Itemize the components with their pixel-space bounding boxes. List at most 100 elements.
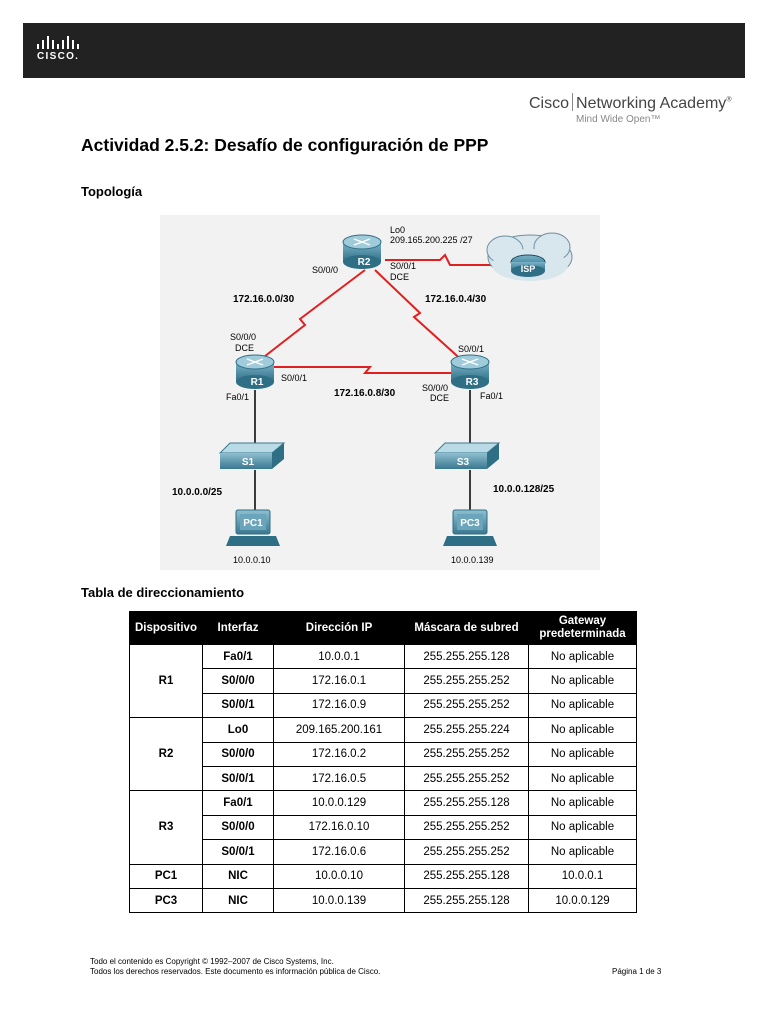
table-header-row: Dispositivo Interfaz Dirección IP Máscar…	[129, 611, 637, 645]
topology-diagram: ISP R2 R1 R3 S1 S3 PC1	[160, 215, 600, 570]
net-r2-r3-label: 172.16.0.4/30	[425, 294, 487, 305]
table-row: PC1 NIC 10.0.0.10 255.255.255.128 10.0.0…	[129, 863, 637, 889]
mask-cell: 255.255.255.128	[404, 863, 529, 889]
col-header-device: Dispositivo	[129, 611, 203, 645]
interface-cell: S0/0/0	[202, 741, 274, 767]
table-row: S0/0/0 172.16.0.2 255.255.255.252 No apl…	[130, 741, 637, 767]
switch-s1-label: S1	[242, 457, 255, 468]
mask-cell: 255.255.255.252	[404, 765, 529, 792]
table-row: S0/0/1 172.16.0.5 255.255.255.252 No apl…	[130, 765, 637, 792]
interface-cell: S0/0/0	[202, 668, 274, 694]
lo0-ip-label: 209.165.200.225 /27	[390, 235, 473, 245]
mask-cell: 255.255.255.128	[404, 643, 529, 670]
ip-cell: 172.16.0.2	[273, 741, 405, 767]
table-row: S0/0/1 172.16.0.6 255.255.255.252 No apl…	[130, 839, 637, 865]
r1-dce-label: DCE	[235, 343, 254, 353]
ip-cell: 10.0.0.129	[273, 790, 405, 816]
mask-cell: 255.255.255.252	[404, 814, 529, 841]
r1-s001-label: S0/0/1	[281, 373, 307, 383]
serial-link-r1-r2	[259, 269, 366, 361]
mask-cell: 255.255.255.128	[404, 887, 529, 914]
gateway-cell: No aplicable	[528, 765, 637, 792]
switch-s3-label: S3	[457, 457, 470, 468]
lo0-label: Lo0	[390, 225, 405, 235]
gateway-cell: No aplicable	[528, 814, 637, 841]
mask-cell: 255.255.255.128	[404, 790, 529, 816]
ip-cell: 209.165.200.161	[273, 717, 405, 743]
net-r1-r3-label: 172.16.0.8/30	[334, 388, 396, 399]
addressing-heading: Tabla de direccionamiento	[81, 585, 245, 600]
cisco-wordmark: CISCO.	[37, 51, 80, 62]
academy-tagline: Mind Wide Open™	[576, 114, 661, 125]
mask-cell: 255.255.255.224	[404, 717, 529, 743]
mask-cell: 255.255.255.252	[404, 741, 529, 767]
gateway-cell: No aplicable	[528, 643, 637, 670]
r2-dce-label: DCE	[390, 272, 409, 282]
switch-s3-icon: S3	[433, 442, 501, 469]
lan1-label: 10.0.0.0/25	[172, 487, 222, 498]
router-r2-label: R2	[358, 257, 371, 268]
mask-cell: 255.255.255.252	[404, 839, 529, 865]
ip-cell: 172.16.0.6	[273, 839, 405, 865]
mask-cell: 255.255.255.252	[404, 692, 529, 719]
isp-cloud-icon: ISP	[486, 232, 573, 281]
table-row: R2 Lo0 209.165.200.161 255.255.255.224 N…	[129, 717, 637, 792]
ip-cell: 10.0.0.139	[273, 887, 405, 914]
gateway-cell: 10.0.0.129	[528, 887, 637, 914]
pc1-icon: PC1	[226, 509, 280, 546]
table-row: S0/0/0 172.16.0.1 255.255.255.252 No apl…	[130, 668, 637, 694]
footer-line-2: Todos los derechos reservados. Este docu…	[90, 967, 381, 976]
serial-link-r2-r3	[374, 269, 466, 364]
topology-heading: Topología	[81, 184, 143, 199]
page-title: Actividad 2.5.2: Desafío de configuració…	[81, 135, 489, 155]
router-r1-icon: R1	[235, 354, 275, 389]
router-r3-icon: R3	[450, 354, 490, 389]
device-cell: R1	[129, 643, 203, 719]
device-cell: R3	[129, 790, 203, 865]
table-row: PC3 NIC 10.0.0.139 255.255.255.128 10.0.…	[129, 887, 637, 914]
gateway-cell: No aplicable	[528, 668, 637, 694]
interface-cell: NIC	[202, 887, 274, 914]
gateway-cell: No aplicable	[528, 692, 637, 719]
serial-link-r2-isp	[385, 253, 495, 266]
r3-fa01-label: Fa0/1	[480, 391, 503, 401]
interface-cell: Fa0/1	[202, 790, 274, 816]
ip-cell: 172.16.0.5	[273, 765, 405, 792]
pc3-icon: PC3	[443, 509, 497, 546]
addressing-table: Dispositivo Interfaz Dirección IP Máscar…	[129, 611, 637, 914]
interface-cell: S0/0/1	[202, 839, 274, 865]
gateway-cell: No aplicable	[528, 839, 637, 865]
device-cell: R2	[129, 717, 203, 792]
r2-s000-label: S0/0/0	[312, 265, 338, 275]
table-row: S0/0/1 172.16.0.9 255.255.255.252 No apl…	[130, 692, 637, 719]
gateway-cell: No aplicable	[528, 717, 637, 743]
router-r3-label: R3	[466, 377, 479, 388]
interface-cell: NIC	[202, 863, 274, 889]
r2-s001-label: S0/0/1	[390, 261, 416, 271]
gateway-cell: No aplicable	[528, 790, 637, 816]
pc1-ip-label: 10.0.0.10	[233, 555, 271, 565]
r3-s001-label: S0/0/1	[458, 344, 484, 354]
net-r1-r2-label: 172.16.0.0/30	[233, 294, 295, 305]
interface-cell: S0/0/1	[202, 692, 274, 719]
gateway-cell: No aplicable	[528, 741, 637, 767]
ip-cell: 172.16.0.9	[273, 692, 405, 719]
ip-cell: 172.16.0.1	[273, 668, 405, 694]
table-row: R1 Fa0/1 10.0.0.1 255.255.255.128 No apl…	[129, 643, 637, 719]
col-header-ip: Dirección IP	[273, 611, 405, 645]
interface-cell: S0/0/0	[202, 814, 274, 841]
isp-label: ISP	[521, 264, 536, 274]
router-r2-icon: R2	[342, 234, 382, 269]
router-r1-label: R1	[251, 377, 264, 388]
academy-brand-cisco: Cisco	[529, 95, 570, 112]
pc3-ip-label: 10.0.0.139	[451, 555, 494, 565]
col-header-mask: Máscara de subred	[404, 611, 529, 645]
serial-link-r1-r3	[265, 366, 455, 374]
header-bar: CISCO.	[23, 23, 745, 78]
mask-cell: 255.255.255.252	[404, 668, 529, 694]
footer-line-1: Todo el contenido es Copyright © 1992–20…	[90, 957, 334, 966]
interface-cell: Lo0	[202, 717, 274, 743]
interface-cell: Fa0/1	[202, 643, 274, 670]
ip-cell: 172.16.0.10	[273, 814, 405, 841]
